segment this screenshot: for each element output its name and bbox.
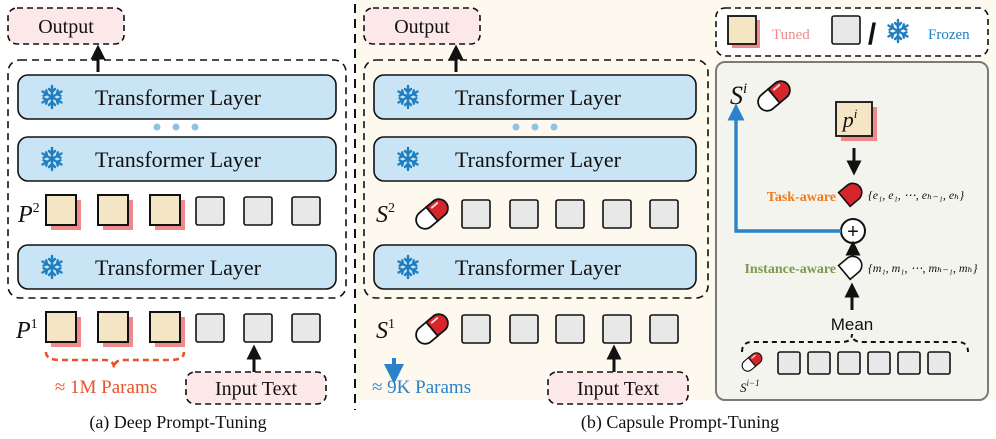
left-prompt-upper-symbol: P2	[17, 201, 40, 228]
task-aware-label: Task-aware	[767, 190, 836, 205]
task-aware-set: {e₁, e₁, ⋯, eₕ₋₁, eₕ}	[868, 188, 964, 202]
tuned-prompt-box	[97, 194, 129, 226]
left-params-label: ≈ 1M Params	[55, 377, 157, 398]
mean-brace	[741, 333, 969, 353]
frozen-token-box	[291, 313, 321, 343]
params-brace	[44, 351, 186, 369]
frozen-token-box	[807, 351, 831, 375]
right-input-label: Input Text	[577, 378, 660, 400]
frozen-token-box	[195, 313, 225, 343]
frozen-token-box	[509, 199, 539, 229]
frozen-token-box	[602, 314, 632, 344]
plus-symbol: +	[847, 221, 859, 243]
right-layer-middle	[373, 136, 697, 182]
legend-tuned-label: Tuned	[772, 27, 810, 43]
left-input-box	[185, 371, 327, 405]
right-capsule-lower-symbol: S1	[376, 317, 395, 344]
right-capsule-upper-symbol: S2	[376, 201, 395, 228]
left-prompt-row-upper	[45, 194, 321, 230]
frozen-token-box	[509, 314, 539, 344]
left-layer-middle	[17, 136, 337, 182]
frozen-token-box	[602, 199, 632, 229]
left-layer-top	[17, 74, 337, 120]
right-layer-top-label: Transformer Layer	[455, 85, 622, 110]
prompt-symbol: pi	[841, 106, 858, 132]
right-panel: Output Transformer Layer Transformer Lay…	[363, 7, 779, 433]
right-output-label: Output	[394, 16, 450, 38]
detail-bottom-capsule-symbol: Si−1	[740, 378, 760, 395]
right-params-label: ≈ 9K Params	[372, 377, 471, 398]
mean-label: Mean	[831, 315, 874, 334]
ellipsis-dot	[531, 123, 539, 131]
tuned-prompt-box	[45, 194, 77, 226]
ellipsis-dot	[191, 123, 199, 131]
left-output-box	[7, 7, 125, 45]
left-prompt-lower-symbol: P1	[15, 317, 38, 344]
instance-aware-capsule-icon	[837, 255, 863, 281]
right-token-row-upper	[461, 199, 679, 229]
detail-token-row	[777, 351, 951, 375]
task-aware-capsule-icon	[837, 182, 863, 208]
left-layer-middle-label: Transformer Layer	[95, 147, 262, 172]
residual-arrow	[727, 103, 841, 233]
frozen-token-box	[243, 196, 273, 226]
legend-frozen-label: Frozen	[928, 27, 970, 43]
right-output-box	[363, 7, 481, 45]
right-layer-top	[373, 74, 697, 120]
left-panel: Output Transformer Layer Transformer Lay…	[7, 7, 347, 433]
frozen-swatch	[831, 15, 861, 45]
instance-aware-set: {m₁, m₁, ⋯, mₕ₋₁, mₕ}	[868, 261, 978, 275]
left-layer-top-label: Transformer Layer	[95, 85, 262, 110]
tuned-prompt-box	[149, 311, 181, 343]
frozen-token-box	[837, 351, 861, 375]
right-layer-middle-label: Transformer Layer	[455, 147, 622, 172]
left-prompt-row-lower	[45, 311, 321, 347]
ellipsis-dot	[153, 123, 161, 131]
detail-top-capsule-symbol: Si	[730, 81, 747, 110]
frozen-token-box	[777, 351, 801, 375]
frozen-token-box	[897, 351, 921, 375]
tuned-swatch	[727, 15, 757, 45]
right-token-row-lower	[461, 314, 679, 344]
left-input-label: Input Text	[215, 378, 298, 400]
frozen-token-box	[195, 196, 225, 226]
capsule-detail-panel: Si pi Task-aware {e₁, e₁, ⋯, eₕ₋₁, eₕ} +…	[715, 61, 989, 401]
frozen-token-box	[649, 314, 679, 344]
right-caption: (b) Capsule Prompt-Tuning	[581, 412, 779, 433]
frozen-token-box	[555, 314, 585, 344]
ellipsis-dot	[512, 123, 520, 131]
tuned-prompt-box	[45, 311, 77, 343]
left-caption: (a) Deep Prompt-Tuning	[89, 412, 266, 433]
frozen-token-box	[461, 199, 491, 229]
frozen-token-box	[243, 313, 273, 343]
ellipsis-dot	[550, 123, 558, 131]
frozen-token-box	[867, 351, 891, 375]
instance-aware-label: Instance-aware	[744, 262, 836, 277]
right-layer-bottom	[373, 244, 697, 290]
frozen-token-box	[461, 314, 491, 344]
frozen-token-box	[927, 351, 951, 375]
legend-separator: /	[868, 18, 877, 51]
right-model-frame	[363, 59, 709, 299]
frozen-token-box	[555, 199, 585, 229]
frozen-token-box	[291, 196, 321, 226]
legend: Tuned / Frozen	[715, 7, 989, 57]
frozen-token-box	[649, 199, 679, 229]
left-output-label: Output	[38, 16, 94, 38]
tuned-prompt-box	[97, 311, 129, 343]
right-input-box	[547, 371, 689, 405]
left-model-frame	[7, 59, 347, 299]
tuned-prompt-box	[149, 194, 181, 226]
left-layer-bottom-label: Transformer Layer	[95, 255, 262, 280]
left-layer-bottom	[17, 244, 337, 290]
right-layer-bottom-label: Transformer Layer	[455, 255, 622, 280]
ellipsis-dot	[172, 123, 180, 131]
prompt-box	[835, 101, 873, 137]
